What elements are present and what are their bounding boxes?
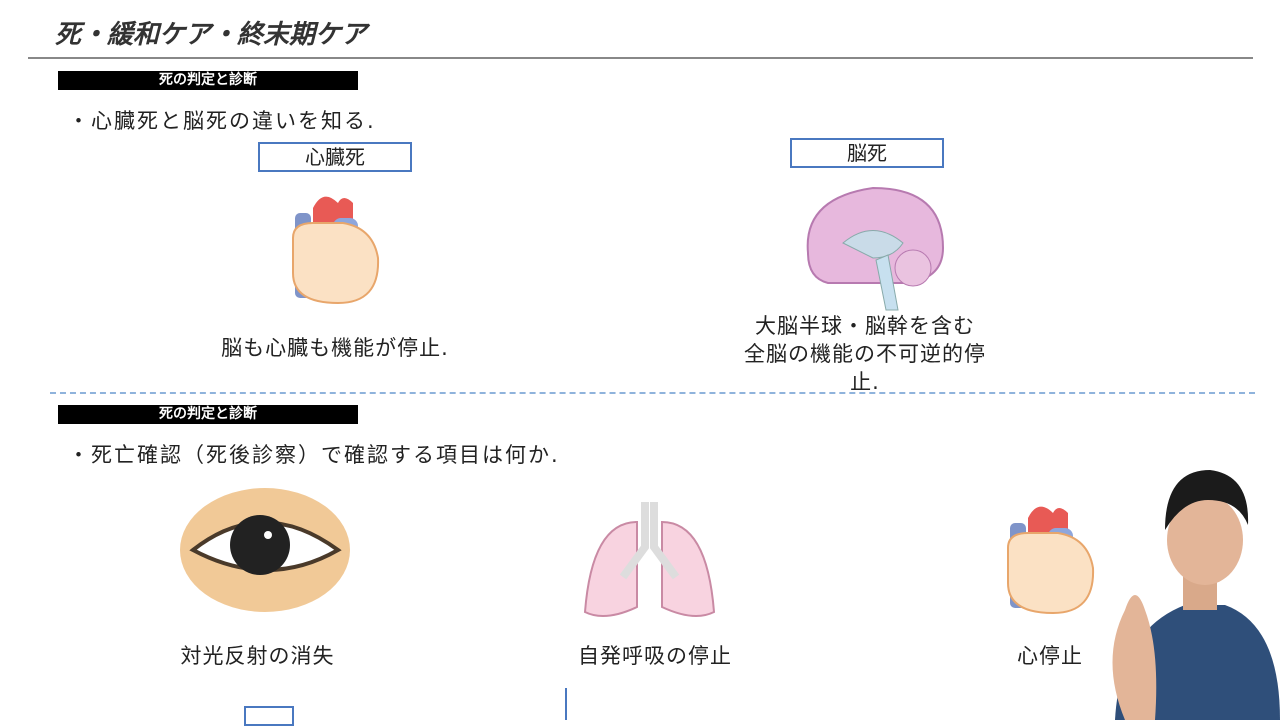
title-divider [28,57,1253,59]
section-label: 死の判定と診断 [58,405,358,424]
presenter-video [1112,470,1280,720]
section-label: 死の判定と診断 [58,71,358,90]
question-text: ・死亡確認（死後診察）で確認する項目は何か. [68,443,560,467]
partial-box [244,706,294,726]
brain-death-caption: 大脳半球・脳幹を含む 全脳の機能の不可逆的停 止. [700,312,1030,396]
section-divider [50,392,1255,394]
brain-death-box: 脳死 [790,138,944,168]
slide-title: 死・緩和ケア・終末期ケア [55,20,368,50]
lungs-icon [583,502,716,617]
light-reflex-caption: 対光反射の消失 [180,644,335,668]
heart-icon [1007,506,1095,615]
eye-icon [180,488,350,612]
question-text: ・心臓死と脳死の違いを知る. [68,109,376,133]
cardiac-death-box: 心臓死 [258,142,412,172]
brain-icon [806,186,945,311]
brain-caption-line: 全脳の機能の不可逆的停 [744,342,986,366]
brain-caption-line: 大脳半球・脳幹を含む [755,314,975,338]
brain-caption-line: 止. [850,370,880,394]
respiration-caption: 自発呼吸の停止 [578,644,732,668]
cardiac-arrest-caption: 心停止 [1017,644,1083,668]
cardiac-death-caption: 脳も心臓も機能が停止. [221,336,449,360]
heart-icon [292,196,380,305]
partial-line [565,688,567,720]
